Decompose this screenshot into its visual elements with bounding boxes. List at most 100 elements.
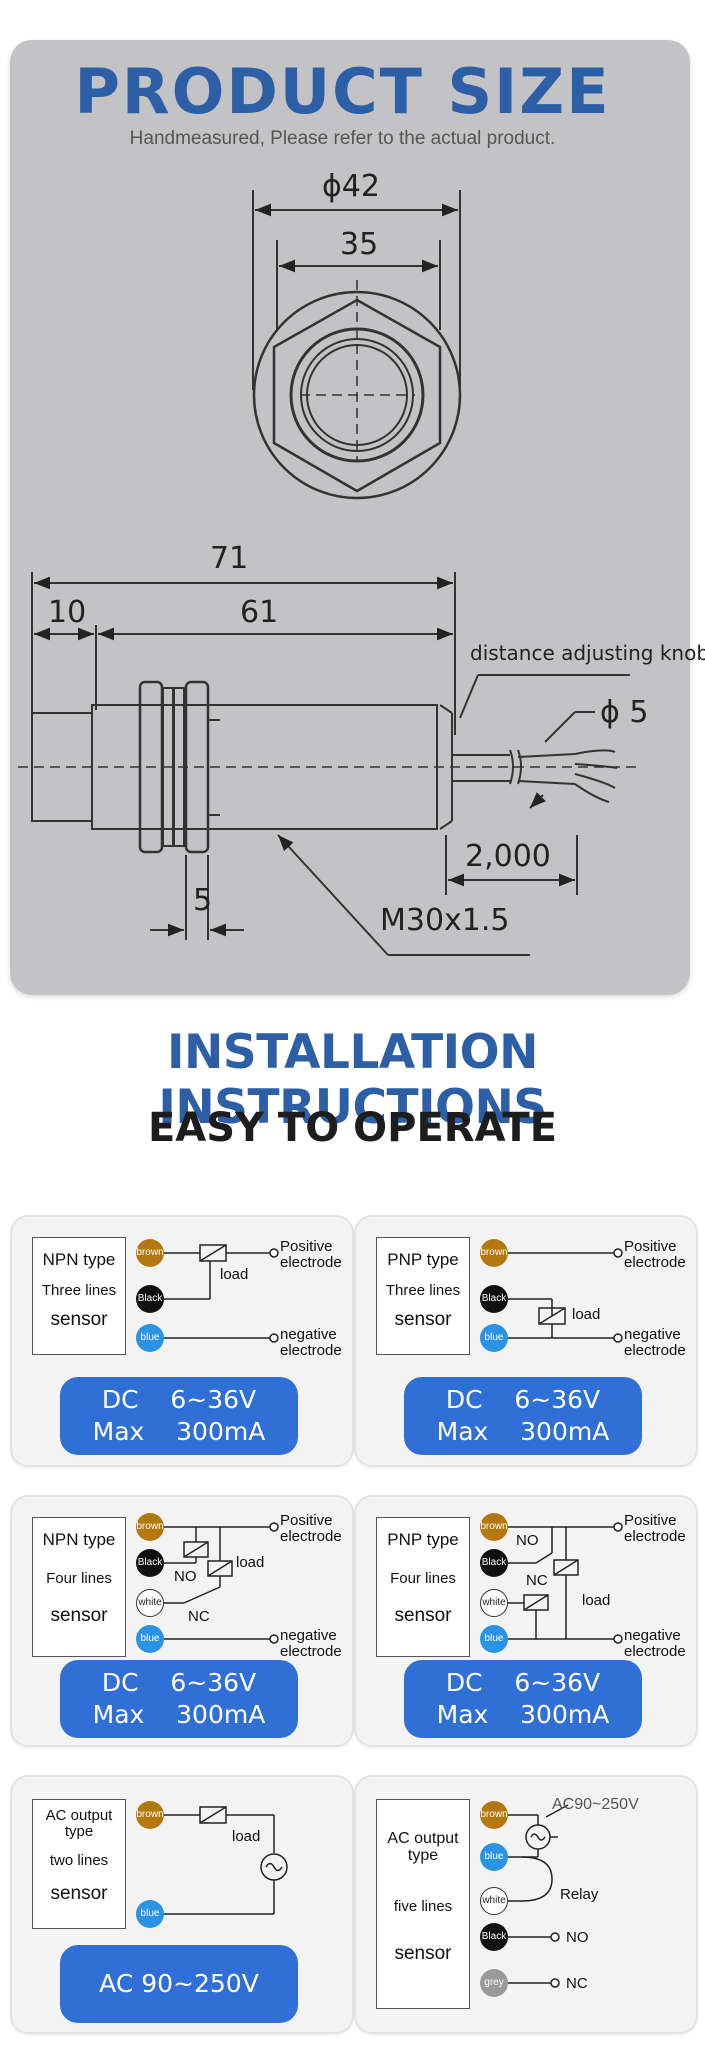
positive-label: Positive electrode: [624, 1512, 686, 1545]
sensor-lines: two lines: [49, 1852, 109, 1869]
positive-label: Positive electrode: [280, 1238, 342, 1271]
load-label: load: [232, 1828, 261, 1845]
spec-line-1: DC 6~36V: [445, 1385, 601, 1414]
sensor-word: sensor: [50, 1883, 108, 1904]
load-label: load: [582, 1592, 611, 1609]
installation-title: INSTALLATION INSTRUCTIONS: [158, 1025, 547, 1135]
wire-black: Black: [480, 1549, 508, 1577]
sensor-lines: Three lines: [385, 1282, 461, 1299]
nc-label: NC: [188, 1608, 210, 1625]
dim-10: 10: [48, 595, 86, 630]
spec-pill: AC 90~250V: [60, 1945, 298, 2023]
sensor-word: sensor: [50, 1605, 108, 1626]
sensor-word: sensor: [394, 1605, 452, 1626]
wire-blue: blue: [136, 1324, 164, 1352]
product-size-title: PRODUCT SIZE: [74, 55, 611, 128]
nc-label: NC: [566, 1975, 588, 1992]
wire-black: Black: [136, 1549, 164, 1577]
dim-61: 61: [240, 595, 278, 630]
wire-brown: brown: [136, 1239, 164, 1267]
wire-blue: blue: [136, 1900, 164, 1928]
wire-brown: brown: [136, 1801, 164, 1829]
wiring-card-pnp-three: PNP type Three lines sensor brown Black …: [356, 1217, 696, 1465]
wiring-lines: [506, 1804, 569, 1988]
load-label: load: [572, 1306, 601, 1323]
dim-5: 5: [193, 883, 212, 918]
negative-label: negative electrode: [280, 1627, 342, 1660]
ac-supply-label: AC90~250V: [552, 1796, 639, 1813]
spec-pill: DC 6~36V Max 300mA: [60, 1660, 298, 1738]
spec-pill: DC 6~36V Max 300mA: [60, 1377, 298, 1455]
wiring-card-pnp-four: PNP type Four lines sensor brown Black w…: [356, 1497, 696, 1745]
sensor-label-box: NPN type Three lines sensor: [32, 1237, 126, 1355]
no-label: NO: [516, 1532, 539, 1549]
sensor-word: sensor: [50, 1309, 108, 1330]
wiring-lines: [506, 1248, 623, 1343]
spec-pill: DC 6~36V Max 300mA: [404, 1660, 642, 1738]
wire-brown: brown: [480, 1513, 508, 1541]
wire-grey: grey: [480, 1969, 508, 1997]
sensor-type: PNP type: [387, 1530, 459, 1549]
spec-line-1: DC 6~36V: [101, 1668, 257, 1697]
dim-2000: 2,000: [465, 839, 551, 874]
sensor-type: AC output type: [45, 1807, 113, 1840]
sensor-type: PNP type: [387, 1250, 459, 1269]
spec-pill: DC 6~36V Max 300mA: [404, 1377, 642, 1455]
no-label: NO: [566, 1929, 589, 1946]
sensor-label-box: AC output type five lines sensor: [376, 1799, 470, 2009]
wiring-lines: [506, 1522, 623, 1644]
positive-label: Positive electrode: [280, 1512, 342, 1545]
wire-white: white: [480, 1887, 508, 1915]
negative-label: negative electrode: [280, 1326, 342, 1359]
sensor-lines: Four lines: [46, 1570, 112, 1587]
wire-brown: brown: [480, 1239, 508, 1267]
sensor-label-box: NPN type Four lines sensor: [32, 1517, 126, 1657]
spec-line-1: AC 90~250V: [99, 1969, 259, 1998]
positive-label: Positive electrode: [624, 1238, 686, 1271]
wire-brown: brown: [480, 1801, 508, 1829]
dim-71: 71: [210, 541, 248, 576]
wire-blue: blue: [480, 1843, 508, 1871]
installation-subtitle: EASY TO OPERATE: [147, 1105, 558, 1151]
wire-black: Black: [480, 1285, 508, 1313]
dim-knob-label: distance adjusting knob: [470, 641, 705, 665]
spec-line-2: Max 300mA: [92, 1417, 266, 1446]
wire-blue: blue: [480, 1324, 508, 1352]
spec-line-1: DC 6~36V: [101, 1385, 257, 1414]
nc-label: NC: [526, 1572, 548, 1589]
wire-black: Black: [480, 1923, 508, 1951]
product-size-subtitle: Handmeasured, Please refer to the actual…: [129, 128, 556, 149]
sensor-label-box: PNP type Three lines sensor: [376, 1237, 470, 1355]
sensor-lines: Four lines: [390, 1570, 456, 1587]
spec-line-1: DC 6~36V: [445, 1668, 601, 1697]
dimension-drawing: ϕ42 35 71 10 61 distance adjusting knob …: [18, 169, 705, 956]
spec-line-2: Max 300mA: [92, 1700, 266, 1729]
wire-blue: blue: [136, 1625, 164, 1653]
relay-label: Relay: [560, 1886, 599, 1903]
sensor-type: NPN type: [42, 1530, 116, 1549]
wire-white: white: [136, 1589, 164, 1617]
wiring-card-ac-five: AC output type five lines sensor brown b…: [356, 1777, 696, 2032]
wire-blue: blue: [480, 1625, 508, 1653]
spec-line-2: Max 300mA: [436, 1700, 610, 1729]
wire-brown: brown: [136, 1513, 164, 1541]
wiring-lines: [162, 1806, 288, 1915]
sensor-type: AC output type: [387, 1830, 459, 1864]
wire-black: Black: [136, 1285, 164, 1313]
dim-thread: M30x1.5: [380, 903, 510, 938]
spec-line-2: Max 300mA: [436, 1417, 610, 1446]
sensor-label-box: AC output type two lines sensor: [32, 1799, 126, 1929]
no-label: NO: [174, 1568, 197, 1585]
sensor-word: sensor: [394, 1943, 452, 1964]
wire-white: white: [480, 1589, 508, 1617]
load-label: load: [220, 1266, 249, 1283]
wiring-card-npn-three: NPN type Three lines sensor brown Black …: [12, 1217, 352, 1465]
sensor-label-box: PNP type Four lines sensor: [376, 1517, 470, 1657]
sensor-lines: five lines: [393, 1898, 453, 1915]
dim-35: 35: [340, 227, 378, 262]
sensor-word: sensor: [394, 1309, 452, 1330]
wiring-card-ac-two: AC output type two lines sensor brown bl…: [12, 1777, 352, 2032]
wiring-card-npn-four: NPN type Four lines sensor brown Black w…: [12, 1497, 352, 1745]
dim-phi5: ϕ 5: [600, 695, 648, 730]
wiring-lines: [162, 1244, 279, 1343]
